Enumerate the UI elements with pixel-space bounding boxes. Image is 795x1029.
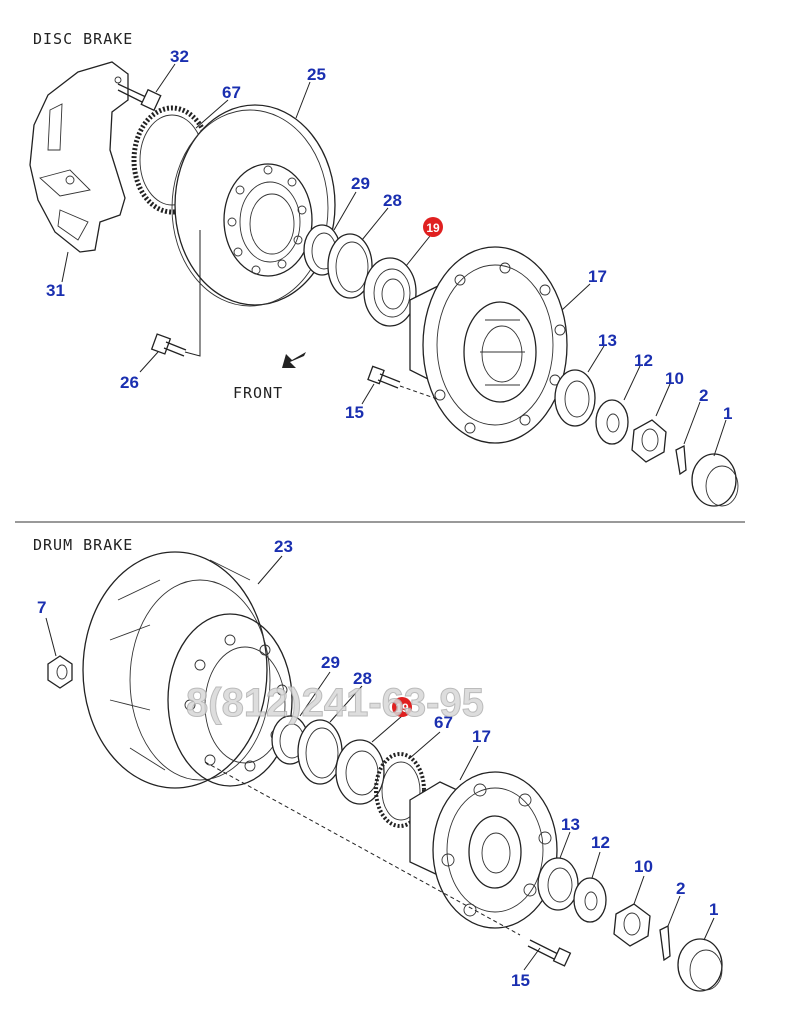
washer-12-drum-part — [573, 877, 607, 923]
nut-10-drum-part — [613, 903, 651, 947]
callout-15: 15 — [345, 403, 364, 422]
cotter-pin-2-drum-part — [659, 924, 671, 962]
callout-67: 67 — [222, 83, 241, 102]
marker-19-drum: 19 — [392, 697, 412, 717]
marker-19-disc: 19 — [423, 217, 443, 237]
callout-17: 17 — [588, 267, 607, 286]
cap-1-part — [691, 453, 739, 507]
callout-1: 1 — [723, 404, 732, 423]
front-arrow-icon — [282, 352, 306, 368]
bearing-19-part — [363, 257, 417, 327]
callout-12-drum: 12 — [591, 833, 610, 852]
bolt-32-part — [117, 83, 162, 112]
front-label: FRONT — [233, 384, 283, 402]
ring-28-drum-part — [297, 719, 343, 785]
callout-29-drum: 29 — [321, 653, 340, 672]
drum-leader-lines — [45, 555, 715, 971]
callout-17-drum: 17 — [472, 727, 491, 746]
ring-28-part — [327, 233, 373, 299]
callout-23: 23 — [274, 537, 293, 556]
dust-shield-part — [29, 61, 129, 253]
disc-brake-title: DISC BRAKE — [33, 30, 133, 48]
bearing-13-drum-part — [537, 857, 579, 911]
bolt-26-part — [150, 230, 201, 357]
callout-12: 12 — [634, 351, 653, 370]
brake-disc-25-part — [171, 104, 336, 307]
stud-15-disc-part — [367, 365, 441, 401]
callout-13: 13 — [598, 331, 617, 350]
callout-19: 19 — [426, 221, 440, 235]
callout-1-drum: 1 — [709, 900, 718, 919]
phone-watermark: 8(812)241-63-95 — [186, 681, 484, 725]
callout-19-drum: 19 — [395, 701, 409, 715]
callout-13-drum: 13 — [561, 815, 580, 834]
drum-brake-title: DRUM BRAKE — [33, 536, 133, 554]
bearing-13-part — [554, 369, 596, 427]
brake-drum-23-part — [82, 551, 293, 789]
callout-67-drum: 67 — [434, 713, 453, 732]
callout-31: 31 — [46, 281, 65, 300]
callout-15-drum: 15 — [511, 971, 530, 990]
hub-17-part — [409, 246, 568, 444]
stud-15-drum-part — [204, 761, 572, 967]
callout-7: 7 — [37, 598, 46, 617]
callout-28: 28 — [383, 191, 402, 210]
hub-17-drum-part — [409, 771, 558, 929]
callout-29: 29 — [351, 174, 370, 193]
callout-2: 2 — [699, 386, 708, 405]
callout-10-drum: 10 — [634, 857, 653, 876]
disc-leader-lines — [61, 63, 727, 457]
callout-25: 25 — [307, 65, 326, 84]
nut-7-part — [47, 655, 73, 689]
cap-1-drum-part — [677, 938, 723, 992]
callout-2-drum: 2 — [676, 879, 685, 898]
tone-ring-67-drum-part — [374, 752, 426, 828]
washer-12-part — [595, 399, 629, 445]
nut-10-part — [631, 419, 667, 463]
callout-32: 32 — [170, 47, 189, 66]
bearing-19-drum-part — [335, 739, 385, 805]
callout-28-drum: 28 — [353, 669, 372, 688]
callout-26: 26 — [120, 373, 139, 392]
callout-10: 10 — [665, 369, 684, 388]
cotter-pin-2-part — [675, 444, 687, 476]
